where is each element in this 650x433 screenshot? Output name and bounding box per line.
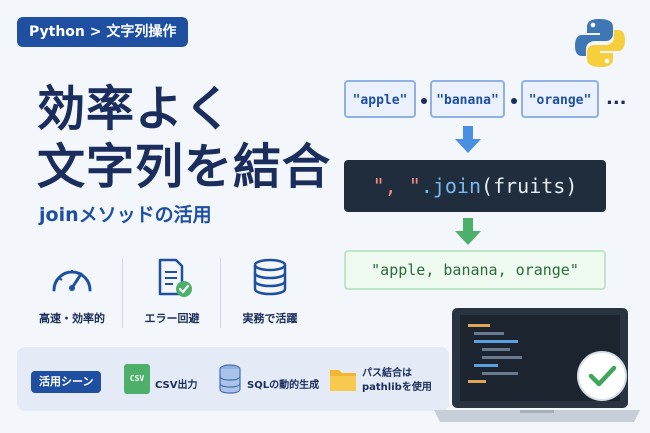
ellipsis: ... <box>606 88 627 109</box>
usecase-label-line: パス結合は <box>362 368 412 379</box>
divider <box>122 258 123 328</box>
feature-speed: 高速・効率的 <box>30 258 114 326</box>
usecase-chip: 活用シーン <box>31 371 102 393</box>
feature-label: エラー回避 <box>144 312 200 325</box>
page-title: 効率よく 文字列を結合 <box>37 80 331 196</box>
usecase-label: CSV出力 <box>155 380 198 391</box>
string-box: "banana" <box>430 80 505 118</box>
python-logo-icon <box>575 19 625 67</box>
speedometer-icon <box>52 270 92 292</box>
string-box: "orange" <box>521 80 599 118</box>
code-snippet: ", ".join(fruits) <box>344 160 606 212</box>
arrow-down-icon <box>455 126 481 153</box>
feature-label: 実務で活躍 <box>242 312 298 325</box>
feature-practical: 実務で活躍 <box>228 258 312 326</box>
document-check-icon <box>158 258 192 297</box>
arrow-down-icon <box>455 218 481 245</box>
code-method: .join <box>420 174 482 198</box>
database-icon <box>253 258 287 296</box>
csv-file-icon: CSV <box>124 364 150 394</box>
result-box: "apple, banana, orange" <box>344 250 606 290</box>
string-box: "apple" <box>344 80 416 118</box>
laptop-icon <box>434 308 640 422</box>
feature-label: 高速・効率的 <box>39 312 105 325</box>
separator-dot <box>511 98 517 104</box>
csv-icon-text: CSV <box>129 374 145 383</box>
title-line-1: 効率よく <box>37 81 234 137</box>
divider <box>220 258 221 328</box>
usecase-label: SQLの動的生成 <box>247 380 320 391</box>
separator-dot <box>421 98 427 104</box>
code-args: (fruits) <box>481 174 578 198</box>
breadcrumb-badge: Python > 文字列操作 <box>17 17 189 47</box>
folder-icon <box>330 370 356 391</box>
database-icon <box>219 364 241 394</box>
title-line-2: 文字列を結合 <box>37 139 332 195</box>
feature-error: エラー回避 <box>130 258 214 326</box>
usecase-label-path: パス結合は pathlibを使用 <box>362 367 432 395</box>
code-separator: ", " <box>372 174 421 198</box>
page-subtitle: joinメソッドの活用 <box>39 204 212 226</box>
usecase-label-line: pathlibを使用 <box>362 382 432 393</box>
